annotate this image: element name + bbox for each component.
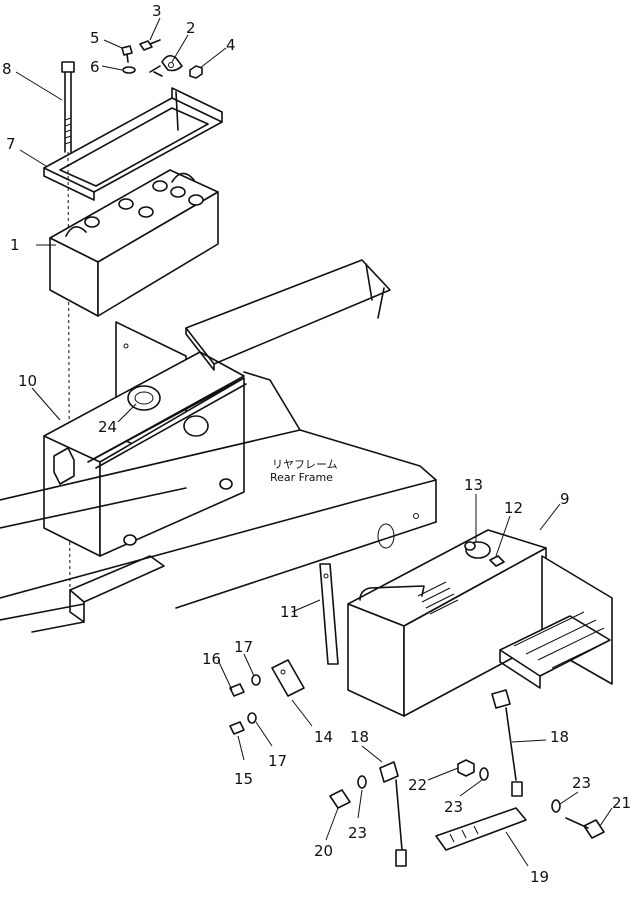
callout-17b: 17 [268, 752, 287, 770]
rear-frame-label-jp: リヤフレーム [272, 458, 338, 471]
callout-4: 4 [226, 36, 236, 54]
rear-frame [0, 259, 437, 609]
washer-23c [551, 799, 561, 813]
bolt-16 [229, 683, 245, 697]
callout-11: 11 [280, 603, 299, 621]
callout-23a: 23 [348, 824, 367, 842]
rear-frame-label: リヤフレーム Rear Frame [270, 458, 338, 484]
callout-16: 16 [202, 650, 221, 668]
callout-17a: 17 [234, 638, 253, 656]
callout-8: 8 [2, 60, 12, 78]
callout-5: 5 [90, 29, 100, 47]
washer-23a [357, 775, 367, 789]
callout-14: 14 [314, 728, 333, 746]
washer-13 [464, 541, 476, 551]
callout-24: 24 [98, 418, 117, 436]
top-grille [417, 581, 459, 615]
callout-12: 12 [504, 499, 523, 517]
callout-21: 21 [612, 794, 631, 812]
callout-15: 15 [234, 770, 253, 788]
callout-6: 6 [90, 58, 100, 76]
battery-caps [84, 180, 204, 228]
box-latch [53, 447, 75, 485]
washer-17a [251, 674, 261, 686]
callout-20: 20 [314, 842, 333, 860]
callout-23c: 23 [572, 774, 591, 792]
callout-18b: 18 [550, 728, 569, 746]
washer-17b [247, 712, 257, 724]
callout-23b: 23 [444, 798, 463, 816]
callout-10: 10 [18, 372, 37, 390]
bolt-3 [139, 39, 161, 51]
callout-2: 2 [186, 19, 196, 37]
nut-22 [457, 759, 475, 777]
washer-23b [479, 767, 489, 781]
box-hole-grommet [183, 415, 209, 437]
bolt-5 [121, 45, 133, 63]
pin-19 [435, 807, 527, 851]
leader-lines [15, 17, 613, 867]
grommet-24 [127, 385, 161, 411]
callout-1: 1 [10, 236, 20, 254]
battery-box-10 [43, 321, 247, 557]
bolt-12 [489, 555, 505, 567]
callout-3: 3 [152, 2, 162, 20]
bracket-14 [271, 659, 305, 697]
bolt-21 [565, 817, 605, 839]
support-18-right [491, 689, 523, 797]
callout-9: 9 [560, 490, 570, 508]
bolt-15 [229, 721, 245, 735]
bottom-rail [0, 555, 165, 633]
hook-bracket-2 [149, 54, 183, 77]
battery-hold-frame-7 [43, 87, 223, 201]
callout-13: 13 [464, 476, 483, 494]
callout-7: 7 [6, 135, 16, 153]
callout-labels: 1 2 3 4 5 6 7 8 9 10 11 12 13 14 15 16 1… [2, 2, 631, 886]
battery-1 [49, 169, 219, 317]
washer-6 [122, 66, 136, 74]
callout-18a: 18 [350, 728, 369, 746]
callout-19: 19 [530, 868, 549, 886]
bolt-20 [329, 789, 351, 809]
nut-4 [189, 65, 203, 79]
support-18-left [379, 761, 407, 867]
strap-11 [319, 563, 339, 665]
step-grate [499, 611, 611, 689]
rear-frame-label-en: Rear Frame [270, 471, 333, 484]
callout-22: 22 [408, 776, 427, 794]
